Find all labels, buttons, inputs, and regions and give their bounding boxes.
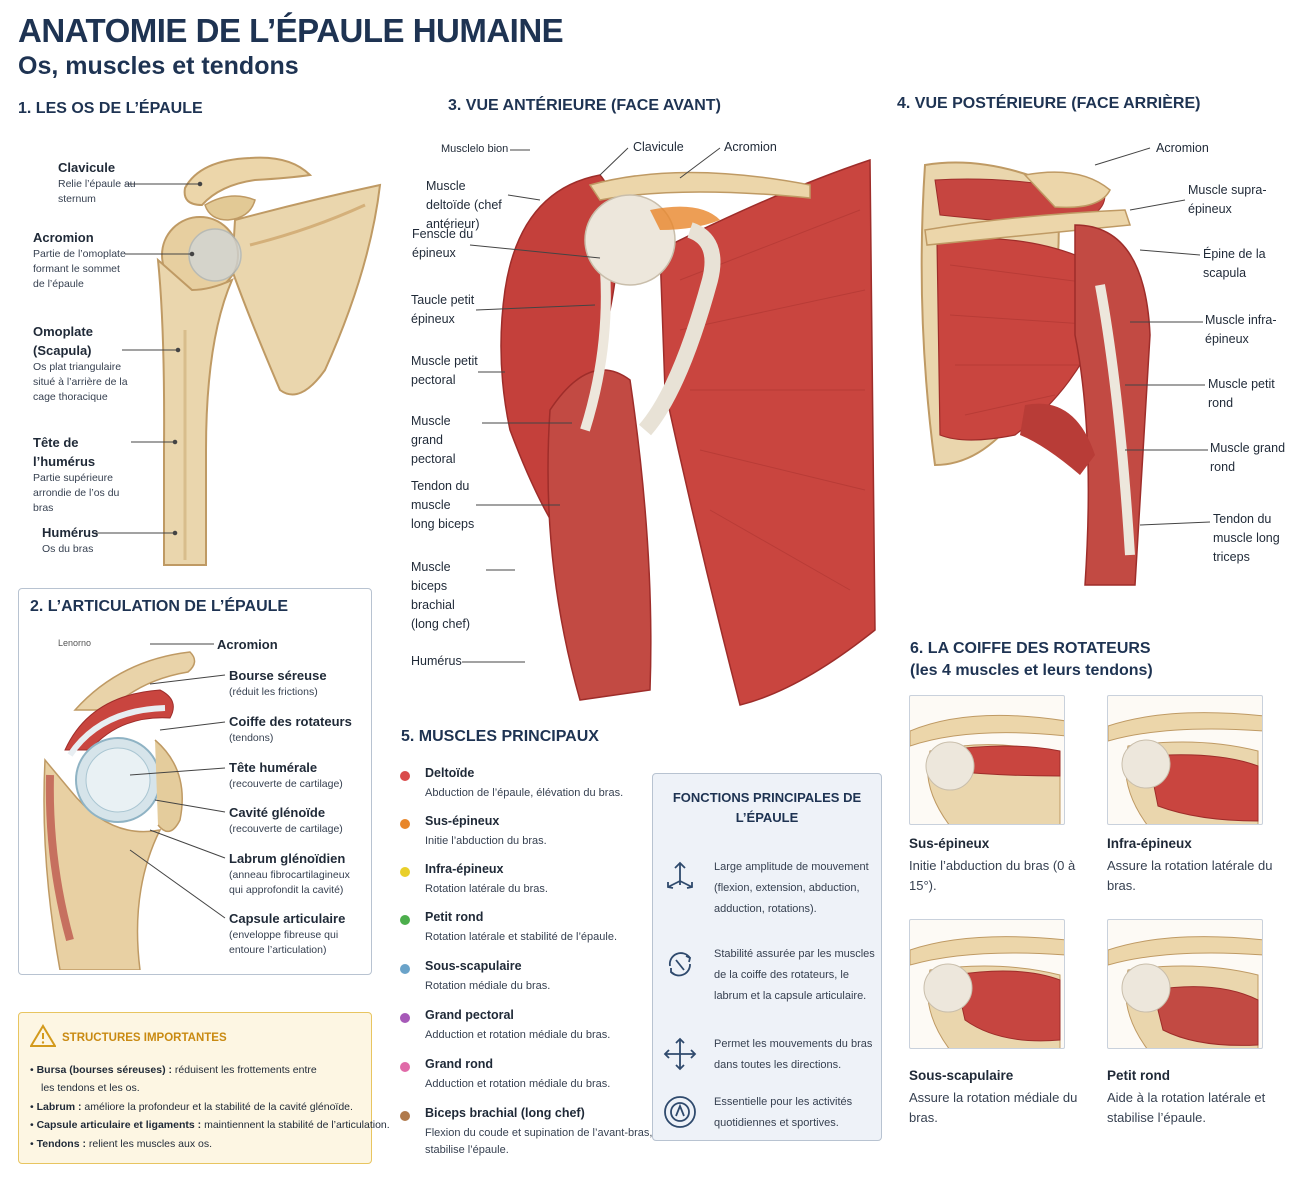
muscle-desc: Rotation latérale et stabilité de l’épau… <box>425 931 618 943</box>
anterior-view-illustration <box>500 158 876 706</box>
page-subtitle: Os, muscles et tendons <box>18 52 299 80</box>
joint-label-capsule: Capsule articulaire (enveloppe fibreuse … <box>229 911 346 956</box>
muscle-name: Sus-épineux <box>425 814 500 828</box>
rotation-stability-icon <box>668 952 692 977</box>
muscle-color-dot <box>400 1062 410 1072</box>
bone-label-omoplate: Omoplate (Scapula) Os plat triangulaire … <box>33 324 128 403</box>
posterior-label: Muscle grand rond <box>1210 441 1286 474</box>
activity-icon <box>664 1096 696 1128</box>
posterior-section-title: 4. VUE POSTÉRIEURE (FACE ARRIÈRE) <box>897 95 1201 112</box>
joint-label-cavite: Cavité glénoïde (recouverte de cartilage… <box>229 805 343 835</box>
anterior-label: Fenscle du épineux <box>412 227 474 260</box>
bones-section-title: 1. LES OS DE L’ÉPAULE <box>18 100 203 117</box>
posterior-label: Muscle infra-épineux <box>1205 313 1277 346</box>
anterior-label: Muscle petit pectoral <box>411 354 478 387</box>
muscle-color-dot <box>400 1013 410 1023</box>
structures-box <box>18 1012 372 1164</box>
rotator-cuff-image-infra-epineux <box>1107 695 1263 825</box>
rotator-muscle-desc: Assure la rotation médiale du bras. <box>909 1090 1078 1125</box>
muscle-desc: Abduction de l’épaule, élévation du bras… <box>425 787 624 799</box>
posterior-label: Épine de la scapula <box>1203 247 1266 280</box>
muscle-name: Grand pectoral <box>425 1008 514 1022</box>
posterior-label: Tendon du muscle long triceps <box>1213 512 1280 564</box>
muscle-name: Infra-épineux <box>425 862 504 876</box>
function-text: Essentielle pour les activités quotidien… <box>714 1096 853 1129</box>
posterior-label: Acromion <box>1156 141 1209 155</box>
posterior-view-illustration <box>920 161 1151 586</box>
rotator-muscle-name: Petit rond <box>1107 1068 1170 1083</box>
bone-label-clavicule: Clavicule Relie l’épaule au sternum <box>58 160 136 205</box>
posterior-label: Muscle petit rond <box>1208 377 1275 410</box>
muscle-color-dot <box>400 771 410 781</box>
muscle-color-dot <box>400 915 410 925</box>
muscle-desc: Adduction et rotation médiale du bras. <box>425 1029 611 1041</box>
structure-item: • Labrum : améliore la profondeur et la … <box>30 1101 353 1113</box>
functions-title: FONCTIONS PRINCIPALES DE L’ÉPAULE <box>672 790 862 825</box>
joint-section-title: 2. L’ARTICULATION DE L’ÉPAULE <box>30 598 289 615</box>
structure-item: • Bursa (bourses séreuses) : réduisent l… <box>30 1064 317 1076</box>
warning-icon <box>30 1024 56 1047</box>
movement-arrows-icon <box>667 861 693 889</box>
posterior-label: Muscle supra-épineux <box>1188 183 1267 216</box>
rotator-muscle-desc: Assure la rotation latérale du bras. <box>1107 858 1273 893</box>
anterior-label: Muscle grand pectoral <box>411 414 456 466</box>
muscle-color-dot <box>400 867 410 877</box>
joint-cross-section-illustration <box>43 651 196 970</box>
bone-label-acromion: Acromion Partie de l’omoplate formant le… <box>33 230 126 290</box>
rotator-cuff-title: 6. LA COIFFE DES ROTATEURS <box>910 640 1151 657</box>
anterior-section-title: 3. VUE ANTÉRIEURE (FACE AVANT) <box>448 97 721 114</box>
muscle-desc: Rotation médiale du bras. <box>425 980 551 992</box>
rotator-cuff-subtitle: (les 4 muscles et leurs tendons) <box>910 662 1153 679</box>
structures-title: STRUCTURES IMPORTANTES <box>62 1032 227 1044</box>
muscle-name: Grand rond <box>425 1057 494 1071</box>
anterior-label: Taucle petit épineux <box>411 293 475 326</box>
joint-label-acromion: Acromion <box>217 637 278 652</box>
function-text: Stabilité assurée par les muscles de la … <box>714 948 875 1002</box>
muscle-name: Petit rond <box>425 910 484 924</box>
rotator-muscle-desc: Aide à la rotation latérale et stabilise… <box>1107 1090 1266 1125</box>
structure-item: • Tendons : relient les muscles aux os. <box>30 1138 213 1150</box>
rotator-cuff-image-sus-epineux <box>909 695 1065 825</box>
muscle-desc: Rotation latérale du bras. <box>425 883 548 895</box>
muscle-desc: Initie l’abduction du bras. <box>425 835 547 847</box>
shoulder-bones-illustration <box>156 156 382 566</box>
joint-label-coiffe: Coiffe des rotateurs (tendons) <box>229 714 352 744</box>
anterior-label: Muscle biceps brachial (long chef) <box>411 560 471 631</box>
page-title: ANATOMIE DE L’ÉPAULE HUMAINE <box>18 12 564 49</box>
rotator-muscle-name: Sus-épineux <box>909 836 990 851</box>
rotator-cuff-image-sous-scapulaire <box>909 919 1065 1049</box>
muscle-name: Deltoïde <box>425 766 475 780</box>
muscle-color-dot <box>400 819 410 829</box>
bone-label-tete-humerus: Tête de l’humérus Partie supérieure arro… <box>33 435 120 514</box>
joint-label-tete-humerale: Tête humérale (recouverte de cartilage) <box>229 760 343 790</box>
anterior-label: Tendon du muscle long biceps <box>411 479 475 531</box>
rotator-cuff-image-petit-rond <box>1107 919 1263 1049</box>
joint-label-labrum: Labrum glénoïdien (anneau fibrocartilagi… <box>229 851 350 896</box>
anterior-label: Humérus <box>411 654 462 668</box>
anterior-top-label: Musclelo bion <box>441 143 509 155</box>
function-text: Large amplitude de mouvement (flexion, e… <box>714 861 869 915</box>
bone-label-humerus: Humérus Os du bras <box>42 525 99 555</box>
muscle-color-dot <box>400 1111 410 1121</box>
joint-corner-text: Lenorno <box>58 638 92 648</box>
joint-label-bourse: Bourse séreuse (réduit les frictions) <box>229 668 327 698</box>
anterior-top-label: Clavicule <box>633 140 684 154</box>
rotator-muscle-name: Sous-scapulaire <box>909 1068 1014 1083</box>
all-directions-icon <box>663 1037 697 1071</box>
muscle-name: Biceps brachial (long chef) <box>425 1106 585 1120</box>
rotator-muscle-desc: Initie l’abduction du bras (0 à 15°). <box>909 858 1076 893</box>
structure-item-continued: les tendons et les os. <box>41 1082 140 1094</box>
rotator-muscle-name: Infra-épineux <box>1107 836 1192 851</box>
anterior-label: Muscle deltoïde (chef antérieur) <box>426 179 502 231</box>
muscle-desc: Adduction et rotation médiale du bras. <box>425 1078 611 1090</box>
muscle-color-dot <box>400 964 410 974</box>
muscles-section-title: 5. MUSCLES PRINCIPAUX <box>401 728 599 745</box>
function-text: Permet les mouvements du bras dans toute… <box>714 1038 873 1071</box>
muscle-desc: Flexion du coude et supination de l’avan… <box>425 1127 653 1156</box>
structure-item: • Capsule articulaire et ligaments : mai… <box>30 1119 390 1131</box>
muscle-name: Sous-scapulaire <box>425 959 522 973</box>
anterior-top-label: Acromion <box>724 140 777 154</box>
